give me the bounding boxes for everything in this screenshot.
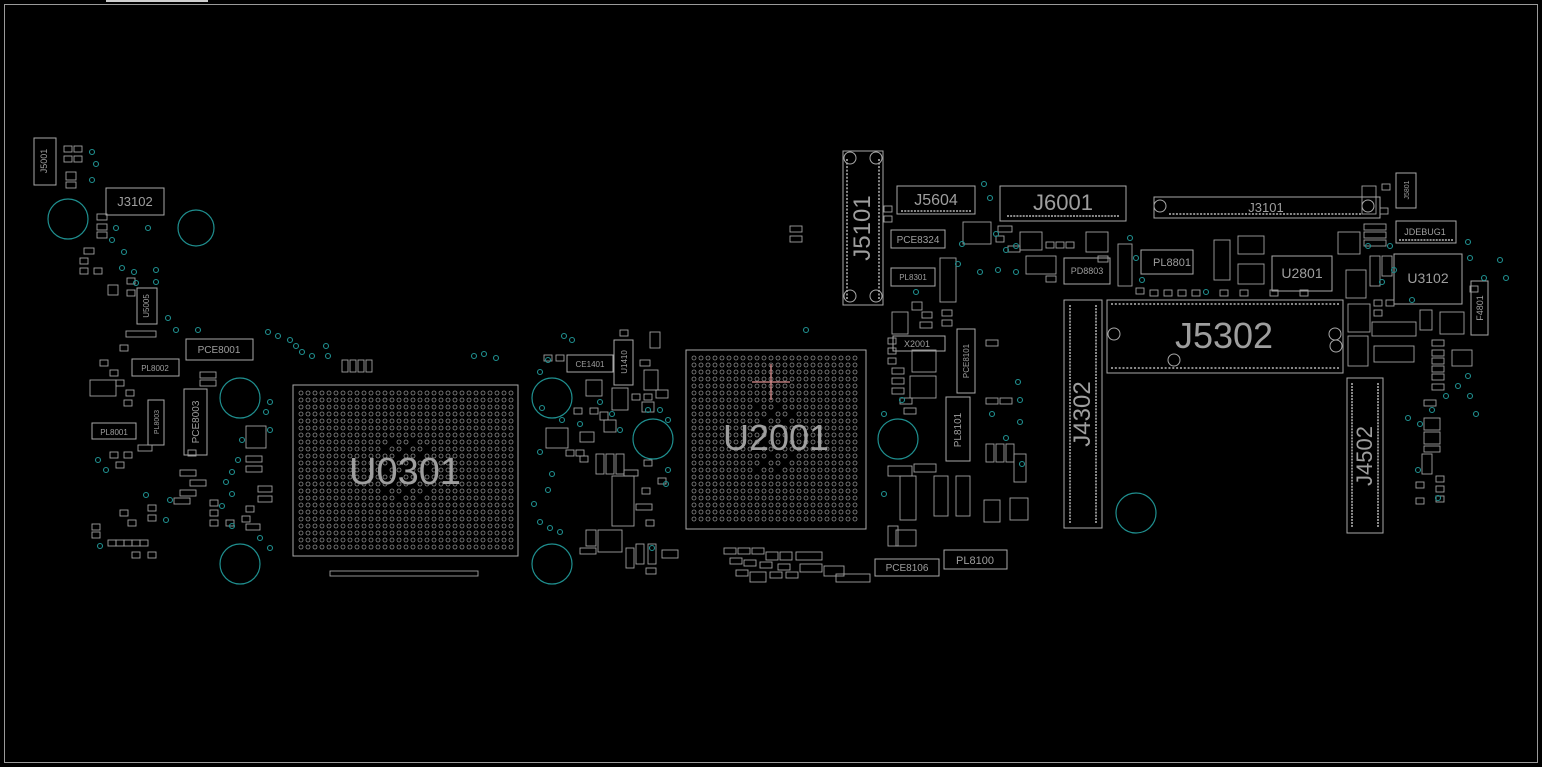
mount-hole [877, 418, 919, 460]
component-pl8003[interactable] [147, 399, 165, 446]
label-pl8100: PL8100 [956, 555, 994, 567]
label-j4502: J4502 [1352, 426, 1377, 486]
label-j3102: J3102 [117, 194, 152, 209]
mount-hole [47, 198, 89, 240]
label-pce8003: PCE8003 [191, 400, 202, 443]
component-pce8106[interactable] [874, 558, 940, 577]
component-u1410[interactable] [613, 339, 634, 386]
label-j3101: J3101 [1248, 200, 1283, 215]
component-pce8324[interactable] [890, 229, 946, 249]
board-outline [4, 4, 1538, 763]
component-ce1401[interactable] [566, 354, 614, 373]
component-u3102[interactable] [1393, 253, 1463, 305]
connector-j4302[interactable] [1063, 299, 1103, 529]
component-u5005[interactable] [136, 287, 158, 325]
label-u2801: U2801 [1281, 265, 1322, 281]
label-j4302: J4302 [1069, 381, 1096, 446]
connector-j3102[interactable] [105, 187, 165, 216]
mount-hole [177, 209, 215, 247]
label-pl8001: PL8001 [100, 428, 128, 437]
component-pl8101[interactable] [945, 396, 971, 462]
label-pl8801: PL8801 [1153, 257, 1191, 269]
component-u0301[interactable] [292, 384, 519, 557]
label-pce8101: PCE8101 [962, 343, 971, 378]
label-u2001: U2001 [723, 417, 829, 458]
component-pce8003[interactable] [183, 388, 208, 456]
label-ce1401: CE1401 [576, 360, 605, 369]
connector-j5604[interactable] [896, 185, 976, 215]
label-u5005: U5005 [142, 294, 151, 318]
connector-j5001[interactable] [33, 137, 57, 186]
label-u1410: U1410 [620, 350, 629, 374]
component-pl8100[interactable] [943, 549, 1008, 570]
label-j5001: J5001 [39, 149, 49, 174]
label-f4801: F4801 [1475, 295, 1485, 321]
label-j5801: J5801 [1404, 180, 1411, 199]
label-u0301: U0301 [349, 451, 461, 493]
label-j5302: J5302 [1175, 315, 1273, 356]
connector-j5302[interactable] [1106, 299, 1344, 374]
label-j6001: J6001 [1033, 190, 1093, 215]
component-pd8803[interactable] [1063, 257, 1111, 285]
label-j5604: J5604 [914, 192, 958, 209]
component-pl8001[interactable] [91, 422, 137, 440]
label-pl8101: PL8101 [953, 412, 964, 447]
mount-hole [531, 543, 573, 585]
component-x2001[interactable] [892, 335, 946, 352]
component-u2001[interactable] [685, 349, 867, 530]
connector-j4502[interactable] [1346, 377, 1384, 534]
component-pce8101[interactable] [956, 328, 976, 394]
label-u3102: U3102 [1407, 270, 1448, 286]
label-pce8324: PCE8324 [897, 235, 940, 246]
component-pl8801[interactable] [1140, 249, 1194, 275]
mount-hole [632, 418, 674, 460]
label-pl8003: PL8003 [154, 410, 161, 434]
connector-j5101[interactable] [842, 150, 884, 306]
label-pce8001: PCE8001 [198, 345, 241, 356]
label-j5101: J5101 [849, 195, 876, 260]
connector-j5801[interactable] [1395, 172, 1417, 209]
component-f4801[interactable] [1470, 280, 1489, 336]
mount-hole [219, 543, 261, 585]
component-pl8002[interactable] [131, 358, 180, 377]
label-pl8002: PL8002 [141, 364, 169, 373]
component-pl8301[interactable] [890, 267, 936, 287]
mount-hole [219, 377, 261, 419]
label-pl8301: PL8301 [899, 273, 927, 282]
cursor-crosshair [752, 364, 790, 400]
label-pce8106: PCE8106 [886, 563, 929, 574]
component-u2801[interactable] [1271, 255, 1333, 292]
label-x2001: X2001 [904, 339, 930, 349]
connector-jdebug1[interactable] [1395, 220, 1457, 244]
toolbar-edge [106, 0, 208, 2]
connector-j6001[interactable] [999, 185, 1127, 222]
mount-hole [531, 377, 573, 419]
mount-hole [1115, 492, 1157, 534]
label-jdebug1: JDEBUG1 [1404, 227, 1446, 237]
label-pd8803: PD8803 [1071, 266, 1104, 276]
component-pce8001[interactable] [185, 338, 254, 361]
